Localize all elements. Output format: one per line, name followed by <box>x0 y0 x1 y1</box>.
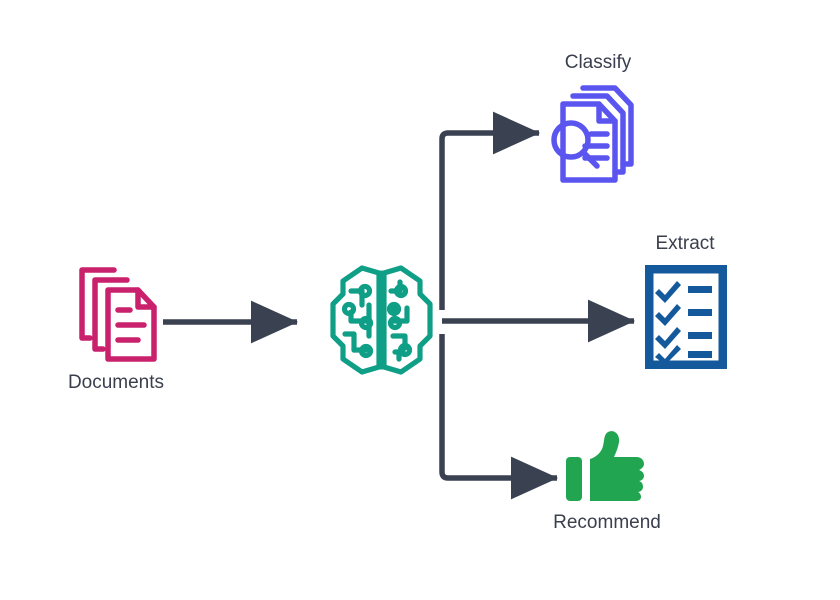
node-recommend[interactable]: Recommend <box>542 431 672 546</box>
connector-ai-to-classify <box>439 111 541 310</box>
node-label-recommend: Recommend <box>553 512 661 533</box>
node-label-extract: Extract <box>655 233 715 254</box>
ai-circuit-brain-icon <box>329 264 434 376</box>
connector-ai-to-recommend <box>439 334 559 500</box>
document-magnifier-icon <box>547 82 647 187</box>
documents-stack-icon <box>66 258 166 363</box>
node-classify[interactable]: Classify <box>545 52 650 187</box>
node-documents[interactable]: Documents <box>60 258 170 403</box>
checklist-icon <box>645 265 727 369</box>
node-ai-engine[interactable] <box>329 264 434 376</box>
thumbs-up-icon <box>566 431 648 503</box>
node-label-classify: Classify <box>564 52 632 73</box>
node-extract[interactable]: Extract <box>640 233 730 375</box>
node-label-documents: Documents <box>67 372 165 393</box>
